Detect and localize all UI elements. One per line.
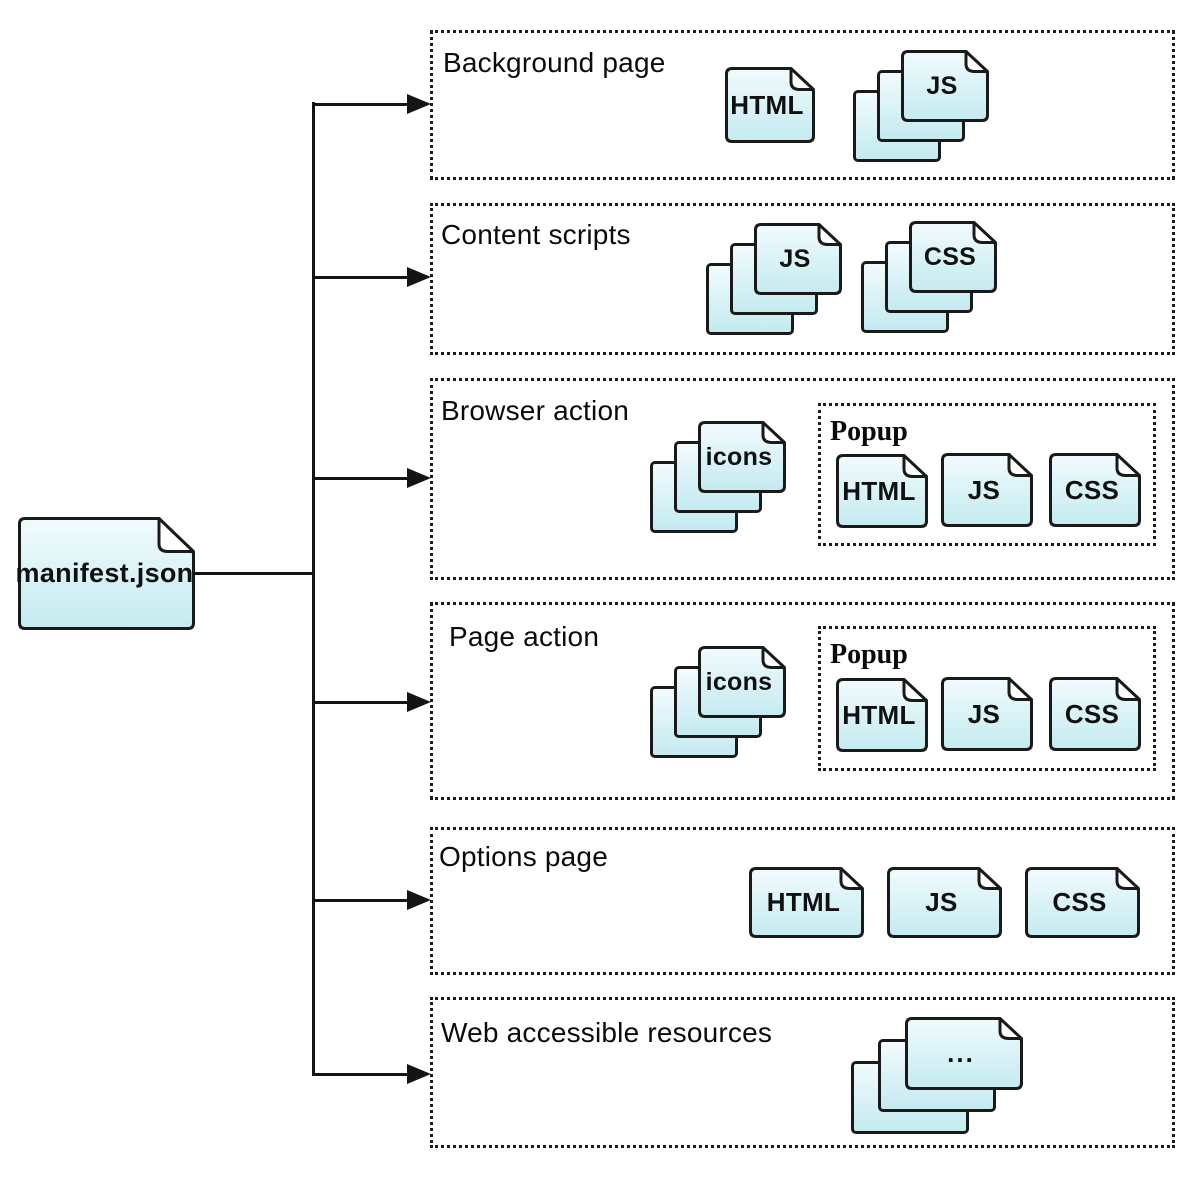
js-file-icon: JS [941, 677, 1033, 751]
popup-title: Popup [830, 416, 908, 447]
html-file-icon: HTML [749, 867, 864, 938]
file-label: JS [967, 474, 1001, 505]
section-browser-action: Browser action icons Popup HTML JS CSS [430, 378, 1175, 580]
js-files-stack-icon: JS [853, 50, 989, 162]
arrowhead-icon [407, 1064, 431, 1084]
file-label: HTML [842, 699, 916, 730]
section-title: Background page [443, 47, 666, 78]
file-label: CSS [1064, 474, 1120, 505]
icons-file-icon: icons [698, 646, 786, 718]
icons-files-stack-icon: icons [650, 646, 786, 758]
arrowhead-icon [407, 468, 431, 488]
section-page-action: Page action icons Popup HTML JS CSS [430, 602, 1175, 800]
html-file-icon: HTML [836, 454, 928, 528]
js-file-icon: JS [887, 867, 1002, 938]
section-title: Page action [449, 621, 600, 652]
section-title: Content scripts [441, 219, 631, 250]
css-files-stack-icon: CSS [861, 221, 997, 333]
arrowhead-icon [407, 692, 431, 712]
css-file-icon: CSS [909, 221, 997, 293]
popup-box: Popup HTML JS CSS [818, 403, 1156, 546]
file-label: HTML [730, 89, 804, 120]
html-file-icon: HTML [836, 678, 928, 752]
js-file-icon: JS [901, 50, 989, 122]
arrowhead-icon [407, 267, 431, 287]
section-web-accessible-resources: Web accessible resources ... [430, 997, 1175, 1148]
js-files-stack-icon: JS [706, 223, 842, 335]
resources-file-icon: ... [905, 1017, 1023, 1090]
css-file-icon: CSS [1025, 867, 1140, 938]
icons-file-icon: icons [698, 421, 786, 493]
resources-stack-icon: ... [851, 1017, 1023, 1134]
branch-line-browser-action [313, 477, 408, 480]
file-label: HTML [766, 887, 841, 917]
section-options-page: Options page HTML JS CSS [430, 827, 1175, 975]
js-file-icon: JS [941, 453, 1033, 527]
section-title: Web accessible resources [441, 1017, 773, 1048]
html-file-icon: HTML [725, 67, 815, 143]
file-label: icons [705, 442, 773, 471]
section-background-page: Background page HTML JS [430, 30, 1175, 180]
file-label: HTML [842, 475, 916, 506]
popup-box: Popup HTML JS CSS [818, 626, 1156, 771]
manifest-json-label: manifest.json [15, 558, 194, 588]
file-label: icons [705, 667, 773, 696]
file-label: CSS [1064, 698, 1120, 729]
branch-line-web-resources [313, 1073, 408, 1076]
arrowhead-icon [407, 890, 431, 910]
branch-line-content [313, 276, 408, 279]
file-label: JS [779, 244, 811, 273]
branch-line-background [313, 103, 408, 106]
section-title: Options page [439, 841, 608, 872]
section-title: Browser action [441, 395, 629, 426]
js-file-icon: JS [754, 223, 842, 295]
manifest-json-file-icon: manifest.json [15, 517, 195, 630]
file-label: JS [926, 71, 958, 100]
css-file-icon: CSS [1049, 677, 1141, 751]
file-label: CSS [923, 242, 977, 271]
file-label: JS [925, 887, 958, 917]
branch-line-options [313, 899, 408, 902]
file-label: JS [967, 698, 1001, 729]
branch-line-page-action [313, 701, 408, 704]
popup-title: Popup [830, 639, 908, 670]
connector-trunk-line [312, 102, 315, 1076]
icons-files-stack-icon: icons [650, 421, 786, 533]
connector-manifest-line [193, 572, 314, 575]
css-file-icon: CSS [1049, 453, 1141, 527]
file-label: CSS [1052, 887, 1107, 917]
arrowhead-icon [407, 94, 431, 114]
file-label: ... [947, 1038, 975, 1068]
section-content-scripts: Content scripts JS CSS [430, 203, 1175, 355]
